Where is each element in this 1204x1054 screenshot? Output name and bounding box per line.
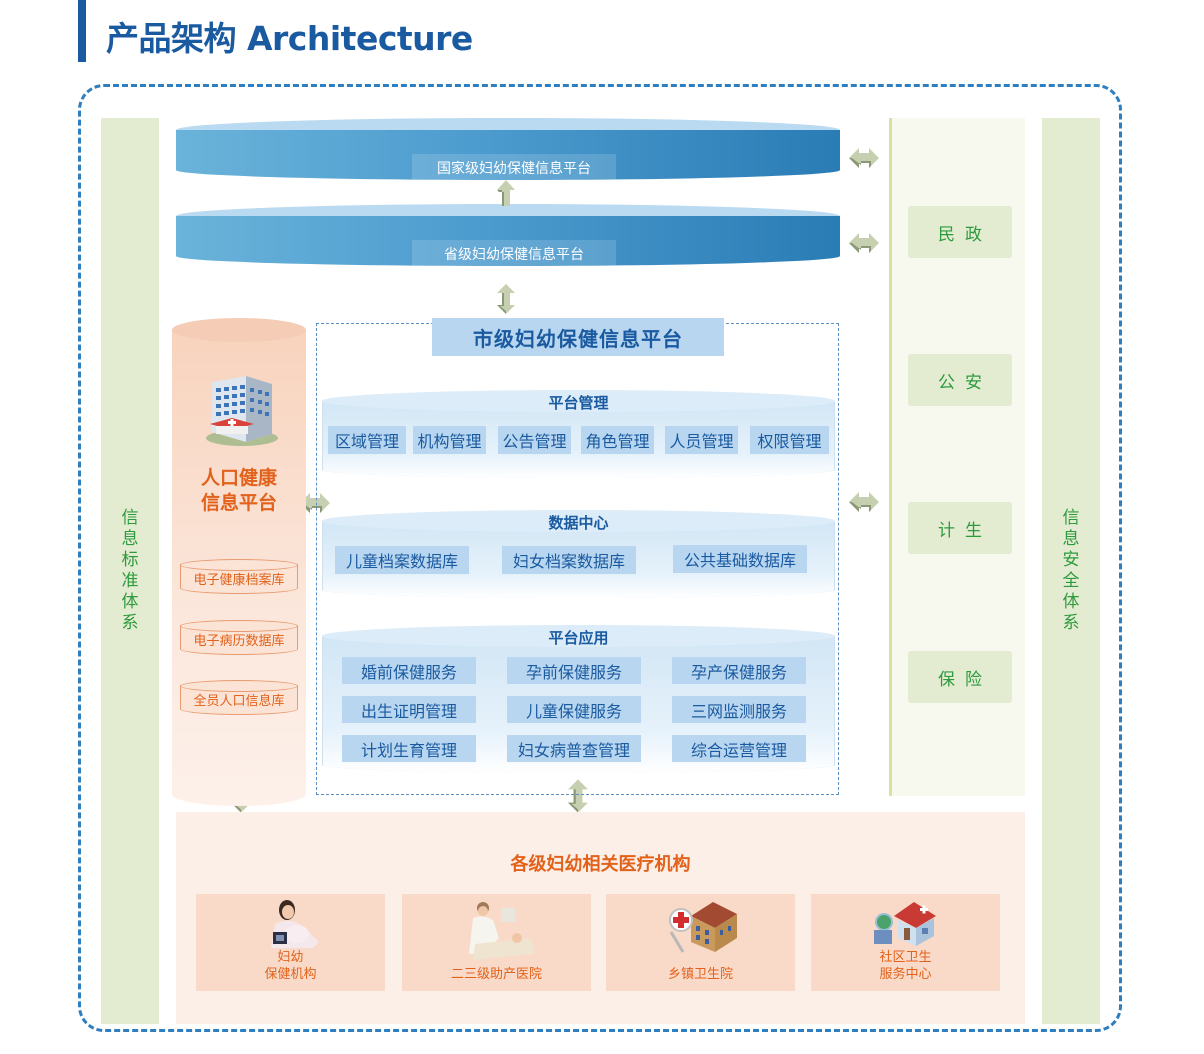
population-health-platform: 人口健康 信息平台 电子健康档案库 电子病历数据库 全员人口信息库 [172,318,306,806]
institution-community-center-line1: 社区卫生 [879,950,932,965]
national-platform-label: 国家级妇幼保健信息平台 [412,154,616,182]
bidirectional-arrow-icon [849,233,879,253]
platform-applications: 平台应用 婚前保健服务 孕前保健服务 孕产保健服务 出生证明管理 儿童保健服务 … [322,625,835,773]
population-platform-title: 人口健康 信息平台 [172,466,306,516]
institution-midwifery-hospital-label: 二三级助产医院 [402,966,591,983]
population-platform-title-line2: 信息平台 [200,492,277,514]
institution-mch: 妇幼 保健机构 [196,894,385,991]
medical-institutions: 各级妇幼相关医疗机构 妇幼 保健机构 二三级助产医院 [176,812,1025,1024]
info-security-system-label: 信息安全体系 [1062,508,1080,633]
page-title: 产品架构 Architecture [106,19,473,58]
db-public-basic: 公共基础数据库 [673,545,807,573]
dept-family-planning: 计生 [908,502,1012,554]
module-notice-management: 公告管理 [498,426,571,454]
dept-civil-affairs: 民政 [908,206,1012,258]
national-platform: 国家级妇幼保健信息平台 [176,118,840,188]
population-platform-title-line1: 人口健康 [200,467,277,489]
app-preconception-care: 孕前保健服务 [507,657,641,684]
city-platform-title: 市级妇幼保健信息平台 [432,318,724,356]
platform-management-title: 平台管理 [548,394,609,412]
provincial-platform-label: 省级妇幼保健信息平台 [412,240,616,268]
institution-township-hospital: 乡镇卫生院 [606,894,795,991]
pregnant-woman-icon [270,900,319,948]
institution-mch-line2: 保健机构 [264,967,317,982]
doctor-ultrasound-icon [468,902,535,960]
info-security-system: 信息安全体系 [1042,118,1100,1024]
dept-public-security: 公安 [908,354,1012,406]
community-clinic-icon [873,902,936,946]
db-population: 全员人口信息库 [180,680,298,716]
data-center: 数据中心 儿童档案数据库 妇女档案数据库 公共基础数据库 [322,510,835,598]
up-arrow-icon [497,180,515,206]
app-three-network-monitoring: 三网监测服务 [672,696,806,723]
module-org-management: 机构管理 [413,426,486,454]
app-operations-management: 综合运营管理 [672,735,806,762]
db-children-records: 儿童档案数据库 [335,546,469,574]
db-emr: 电子病历数据库 [180,620,298,656]
module-region-management: 区域管理 [328,426,406,454]
module-permission-management: 权限管理 [750,426,829,454]
township-hospital-icon [668,902,737,953]
institution-community-center: 社区卫生 服务中心 [811,894,1000,991]
platform-management: 平台管理 区域管理 机构管理 公告管理 角色管理 人员管理 权限管理 [322,390,835,478]
provincial-platform: 省级妇幼保健信息平台 [176,204,840,274]
platform-applications-title: 平台应用 [548,629,609,647]
db-ehr: 电子健康档案库 [180,559,298,595]
module-personnel-management: 人员管理 [665,426,738,454]
institution-township-hospital-label: 乡镇卫生院 [606,966,795,983]
institution-community-center-label: 社区卫生 服务中心 [811,949,1000,983]
architecture-frame [78,84,1122,1032]
info-standard-system: 信息标准体系 [101,118,159,1024]
dept-insurance: 保险 [908,651,1012,703]
app-premarital-care: 婚前保健服务 [342,657,476,684]
bidirectional-arrow-icon [849,148,879,168]
institution-township-hospital-line1: 乡镇卫生院 [667,967,733,982]
data-center-title: 数据中心 [548,514,609,532]
info-standard-system-label: 信息标准体系 [121,508,139,633]
app-maternity-care: 孕产保健服务 [672,657,806,684]
app-child-care: 儿童保健服务 [507,696,641,723]
institution-mch-line1: 妇幼 [277,950,304,965]
institution-midwifery-hospital: 二三级助产医院 [402,894,591,991]
external-departments-panel: 民政 公安 计生 保险 [889,118,1025,796]
header-accent-bar [78,0,86,62]
hospital-building-icon [206,376,278,446]
institution-midwifery-hospital-line1: 二三级助产医院 [450,967,542,982]
app-birth-certificate: 出生证明管理 [342,696,476,723]
app-gynecological-screening: 妇女病普查管理 [507,735,641,762]
app-family-planning: 计划生育管理 [342,735,476,762]
medical-institutions-title: 各级妇幼相关医疗机构 [510,854,691,875]
institution-mch-label: 妇幼 保健机构 [196,949,385,983]
module-role-management: 角色管理 [581,426,654,454]
institution-community-center-line2: 服务中心 [879,967,932,982]
db-women-records: 妇女档案数据库 [502,546,636,574]
bidirectional-arrow-icon [849,492,879,512]
bidirectional-arrow-icon [497,284,515,314]
